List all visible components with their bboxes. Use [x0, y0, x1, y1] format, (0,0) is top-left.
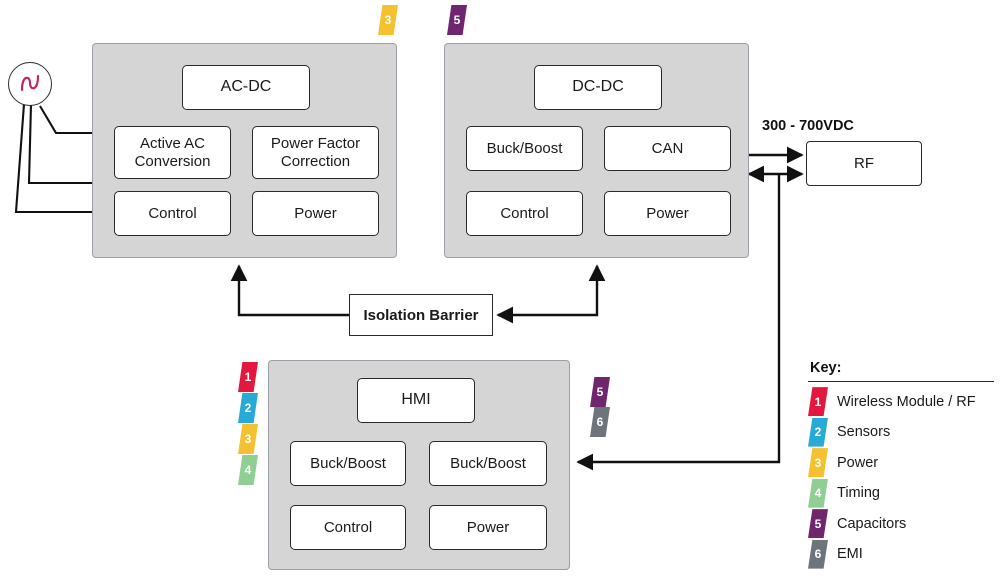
- key-number: 2: [814, 425, 822, 440]
- key-label-1: Wireless Module / RF: [837, 393, 976, 410]
- key-item-6[interactable]: 6 EMI: [808, 539, 994, 570]
- key-number: 6: [814, 547, 822, 562]
- tag-number: 4: [244, 463, 252, 477]
- tag-dcdc-5[interactable]: 5: [447, 5, 467, 35]
- key-legend: Key: 1 Wireless Module / RF 2 Sensors 3 …: [808, 360, 994, 569]
- key-swatch-2: 2: [808, 417, 828, 447]
- tag-hmi-4[interactable]: 4: [238, 455, 258, 485]
- key-item-1[interactable]: 1 Wireless Module / RF: [808, 386, 994, 417]
- tag-number: 3: [384, 13, 392, 27]
- tag-number: 2: [244, 401, 252, 415]
- tag-hmi-1[interactable]: 1: [238, 362, 258, 392]
- panel-ac-dc[interactable]: AC-DC Active AC Conversion Power Factor …: [92, 43, 397, 258]
- key-label-4: Timing: [837, 485, 880, 502]
- key-swatch-1: 1: [808, 387, 828, 417]
- box-dcdc-control[interactable]: Control: [466, 191, 583, 236]
- box-isolation-barrier[interactable]: Isolation Barrier: [349, 294, 493, 336]
- box-dcdc-power[interactable]: Power: [604, 191, 731, 236]
- box-dc-dc-title[interactable]: DC-DC: [534, 65, 662, 110]
- key-swatch-4: 4: [808, 478, 828, 508]
- tag-acdc-3[interactable]: 3: [378, 5, 398, 35]
- key-divider: [808, 381, 994, 383]
- panel-dc-dc[interactable]: DC-DC Buck/Boost CAN Control Power: [444, 43, 749, 258]
- key-number: 5: [814, 516, 822, 531]
- tag-hmi-3[interactable]: 3: [238, 424, 258, 454]
- box-hmi-control[interactable]: Control: [290, 505, 406, 550]
- box-acdc-power[interactable]: Power: [252, 191, 379, 236]
- box-hmi-title[interactable]: HMI: [357, 378, 475, 423]
- ac-source-symbol: [8, 62, 52, 106]
- box-dcdc-buck-boost[interactable]: Buck/Boost: [466, 126, 583, 171]
- box-hmi-power[interactable]: Power: [429, 505, 547, 550]
- isolation-to-acdc-arrow: [230, 264, 349, 317]
- tag-number: 5: [596, 385, 604, 399]
- key-label-6: EMI: [837, 546, 863, 563]
- ac-lead-1: [39, 105, 92, 135]
- key-item-4[interactable]: 4 Timing: [808, 478, 994, 509]
- tag-number: 3: [244, 432, 252, 446]
- box-power-factor-correction[interactable]: Power Factor Correction: [252, 126, 379, 179]
- ac-lead-2: [27, 103, 92, 185]
- key-item-3[interactable]: 3 Power: [808, 447, 994, 478]
- sine-wave-icon: [20, 74, 40, 92]
- key-label-2: Sensors: [837, 424, 891, 441]
- box-active-ac-conversion[interactable]: Active AC Conversion: [114, 126, 231, 179]
- key-number: 4: [814, 486, 822, 501]
- tag-number: 1: [244, 370, 252, 384]
- key-item-5[interactable]: 5 Capacitors: [808, 508, 994, 539]
- box-hmi-buck-boost-left[interactable]: Buck/Boost: [290, 441, 406, 486]
- tag-number: 6: [596, 415, 604, 429]
- key-label-5: Capacitors: [837, 515, 907, 532]
- box-ac-dc-title[interactable]: AC-DC: [182, 65, 310, 110]
- key-title: Key:: [810, 360, 842, 376]
- voltage-label: 300 - 700VDC: [762, 118, 854, 134]
- box-acdc-control[interactable]: Control: [114, 191, 231, 236]
- tag-hmi-2[interactable]: 2: [238, 393, 258, 423]
- tag-hmi-5[interactable]: 5: [590, 377, 610, 407]
- tag-hmi-6[interactable]: 6: [590, 407, 610, 437]
- key-number: 1: [814, 394, 822, 409]
- panel-hmi[interactable]: HMI Buck/Boost Buck/Boost Control Power: [268, 360, 570, 570]
- tag-number: 5: [453, 13, 461, 27]
- key-number: 3: [814, 455, 822, 470]
- box-hmi-buck-boost-right[interactable]: Buck/Boost: [429, 441, 547, 486]
- box-dcdc-can[interactable]: CAN: [604, 126, 731, 171]
- key-label-3: Power: [837, 454, 879, 471]
- dcdc-to-isolation-arrow: [496, 264, 606, 324]
- key-swatch-6: 6: [808, 539, 828, 569]
- ac-lead-3: [14, 103, 92, 214]
- key-item-2[interactable]: 2 Sensors: [808, 417, 994, 448]
- key-swatch-5: 5: [808, 509, 828, 539]
- key-swatch-3: 3: [808, 448, 828, 478]
- box-rf-module[interactable]: RF: [806, 141, 922, 186]
